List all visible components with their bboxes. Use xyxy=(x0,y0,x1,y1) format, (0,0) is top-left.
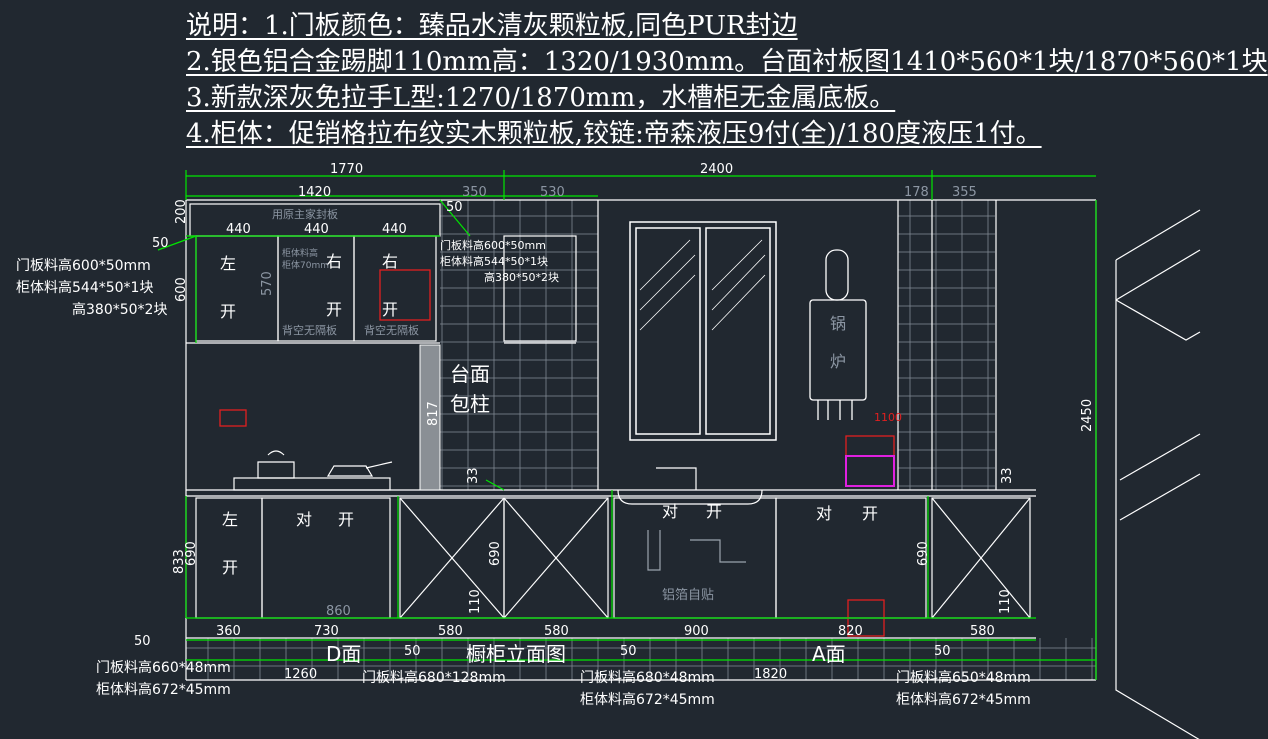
material-upper-right-2: 柜体料高544*50*1块 xyxy=(440,255,548,268)
notes-block: 说明：1.门板颜色：臻品水清灰颗粒板,同色PUR封边 2.银色铝合金踢脚110m… xyxy=(186,8,1268,152)
label-face-d: D面 xyxy=(326,642,362,666)
material-upper-right-3: 高380*50*2块 xyxy=(484,271,559,284)
label-face-a: A面 xyxy=(812,642,846,666)
label-boiler-a: 锅 xyxy=(830,314,847,333)
fridge-marker xyxy=(845,455,895,487)
material-base-left-1: 门板料高660*48mm xyxy=(96,660,231,676)
note-line-2: 2.银色铝合金踢脚110mm高：1320/1930mm。台面衬板图1410*56… xyxy=(186,47,1268,77)
material-base-mid-1: 门板料高680*128mm xyxy=(362,670,506,686)
dim-offset-50-mid: 50 xyxy=(446,200,463,215)
dim-base-door-left: 690 xyxy=(184,541,199,566)
dim-inner-860: 860 xyxy=(326,604,351,619)
dim-door-440-c: 440 xyxy=(382,222,407,237)
tile-wall-right xyxy=(898,200,995,490)
label-hood-note-a: 柜体料高 xyxy=(282,249,319,259)
dim-wall-height: 2450 xyxy=(1080,398,1095,432)
dim-bottom-1260: 1260 xyxy=(284,667,318,682)
label-base-double-a-open: 开 xyxy=(338,510,355,529)
dim-pillar-height: 817 xyxy=(426,401,441,426)
boiler xyxy=(809,249,867,420)
dim-gap-355: 355 xyxy=(952,185,977,200)
material-base-left-2: 柜体料高672*45mm xyxy=(96,682,231,698)
dim-base-door-right: 690 xyxy=(916,541,931,566)
dim-bw-580-c: 580 xyxy=(970,624,995,639)
dim-offset-50-upper: 50 xyxy=(152,236,169,251)
dim-bw-580-b: 580 xyxy=(544,624,569,639)
label-door-right-b: 右 xyxy=(382,252,399,271)
dim-gap-350: 350 xyxy=(462,185,487,200)
dim-bottom-1820: 1820 xyxy=(754,667,788,682)
label-pillar-b: 包柱 xyxy=(450,392,490,416)
dim-bw-900: 900 xyxy=(684,624,709,639)
dim-kick-110-right: 110 xyxy=(998,589,1013,614)
label-door-left-open: 开 xyxy=(220,302,237,321)
dim-gap-530: 530 xyxy=(540,185,565,200)
label-elevation: 橱柜立面图 xyxy=(466,642,566,666)
dim-upper-height: 600 xyxy=(174,277,189,302)
dim-upper-width: 1420 xyxy=(298,185,332,200)
material-base-right-2: 柜体料高672*45mm xyxy=(896,692,1031,708)
material-upper-left-1: 门板料高600*50mm xyxy=(16,258,151,274)
dim-upper-inner: 570 xyxy=(260,271,275,296)
material-base-mid2-1: 门板料高680*48mm xyxy=(580,670,715,686)
dim-off-50-b: 50 xyxy=(404,644,421,659)
label-hood-note-b: 柜体70mm xyxy=(282,261,329,271)
dimension-lines xyxy=(157,170,1097,680)
dim-bw-360: 360 xyxy=(216,624,241,639)
label-back-no-panel-b: 背空无隔板 xyxy=(364,324,419,337)
material-upper-right-1: 门板料高600*50mm xyxy=(440,239,546,252)
sink-drain xyxy=(647,530,746,571)
tile-wall-left xyxy=(440,200,598,490)
dim-cell-33-right: 33 xyxy=(1000,467,1015,484)
window xyxy=(629,221,777,441)
countertop-pillar xyxy=(419,344,441,491)
label-back-no-panel-a: 背空无隔板 xyxy=(282,324,337,337)
material-upper-left-3: 高380*50*2块 xyxy=(72,302,168,318)
dim-cell-33-left: 33 xyxy=(466,467,481,484)
label-door-right-a-open: 开 xyxy=(326,300,343,319)
note-line-1: 说明：1.门板颜色：臻品水清灰颗粒板,同色PUR封边 xyxy=(186,11,798,41)
dim-bw-820: 820 xyxy=(838,624,863,639)
side-perspective xyxy=(1115,209,1201,739)
label-pillar-a: 台面 xyxy=(450,362,490,386)
material-base-right-1: 门板料高650*48mm xyxy=(896,670,1031,686)
dim-bw-730: 730 xyxy=(314,624,339,639)
sink xyxy=(617,467,763,505)
label-sink-double: 对 xyxy=(662,502,679,521)
label-door-right-a: 右 xyxy=(326,252,343,271)
label-base-left: 左 xyxy=(222,510,239,529)
dim-gap-178: 178 xyxy=(904,185,929,200)
dim-door-440-a: 440 xyxy=(226,222,251,237)
dim-total-left: 1770 xyxy=(330,162,364,177)
elevation-drawing xyxy=(157,170,1201,739)
label-upper-panel: 用原主家封板 xyxy=(272,208,338,221)
label-base-left-open: 开 xyxy=(222,558,239,577)
note-line-4: 4.柜体：促销格拉布纹实木颗粒板,铰链:帝森液压9付(全)/180度液压1付。 xyxy=(186,119,1042,149)
base-cabinets xyxy=(195,497,1031,619)
material-upper-left-2: 柜体料高544*50*1块 xyxy=(16,280,154,296)
dim-bw-580-a: 580 xyxy=(438,624,463,639)
dim-off-50-d: 50 xyxy=(934,644,951,659)
label-door-right-b-open: 开 xyxy=(382,300,399,319)
note-line-3: 3.新款深灰免拉手L型:1270/1870mm，水槽柜无金属底板。 xyxy=(186,83,896,113)
dim-fridge-1100: 1100 xyxy=(874,411,902,424)
dim-total-right: 2400 xyxy=(700,162,734,177)
dim-base-door-mid: 690 xyxy=(488,541,503,566)
label-right-double: 对 xyxy=(816,504,833,523)
stove xyxy=(233,450,393,491)
material-base-mid2-2: 柜体料高672*45mm xyxy=(580,692,715,708)
kickboard-tiles xyxy=(186,638,1096,680)
dim-off-50-c: 50 xyxy=(620,644,637,659)
label-base-double-a: 对 xyxy=(296,510,313,529)
dim-off-50-a: 50 xyxy=(134,634,151,649)
label-boiler-b: 炉 xyxy=(830,352,847,371)
label-sink-double-open: 开 xyxy=(706,502,723,521)
dim-kick-110-left: 110 xyxy=(468,589,483,614)
dim-door-440-b: 440 xyxy=(304,222,329,237)
label-door-left: 左 xyxy=(220,254,237,273)
dim-upper-top-panel: 200 xyxy=(174,199,189,224)
label-foil: 铝箔自贴 xyxy=(662,588,715,603)
label-right-double-open: 开 xyxy=(862,504,879,523)
